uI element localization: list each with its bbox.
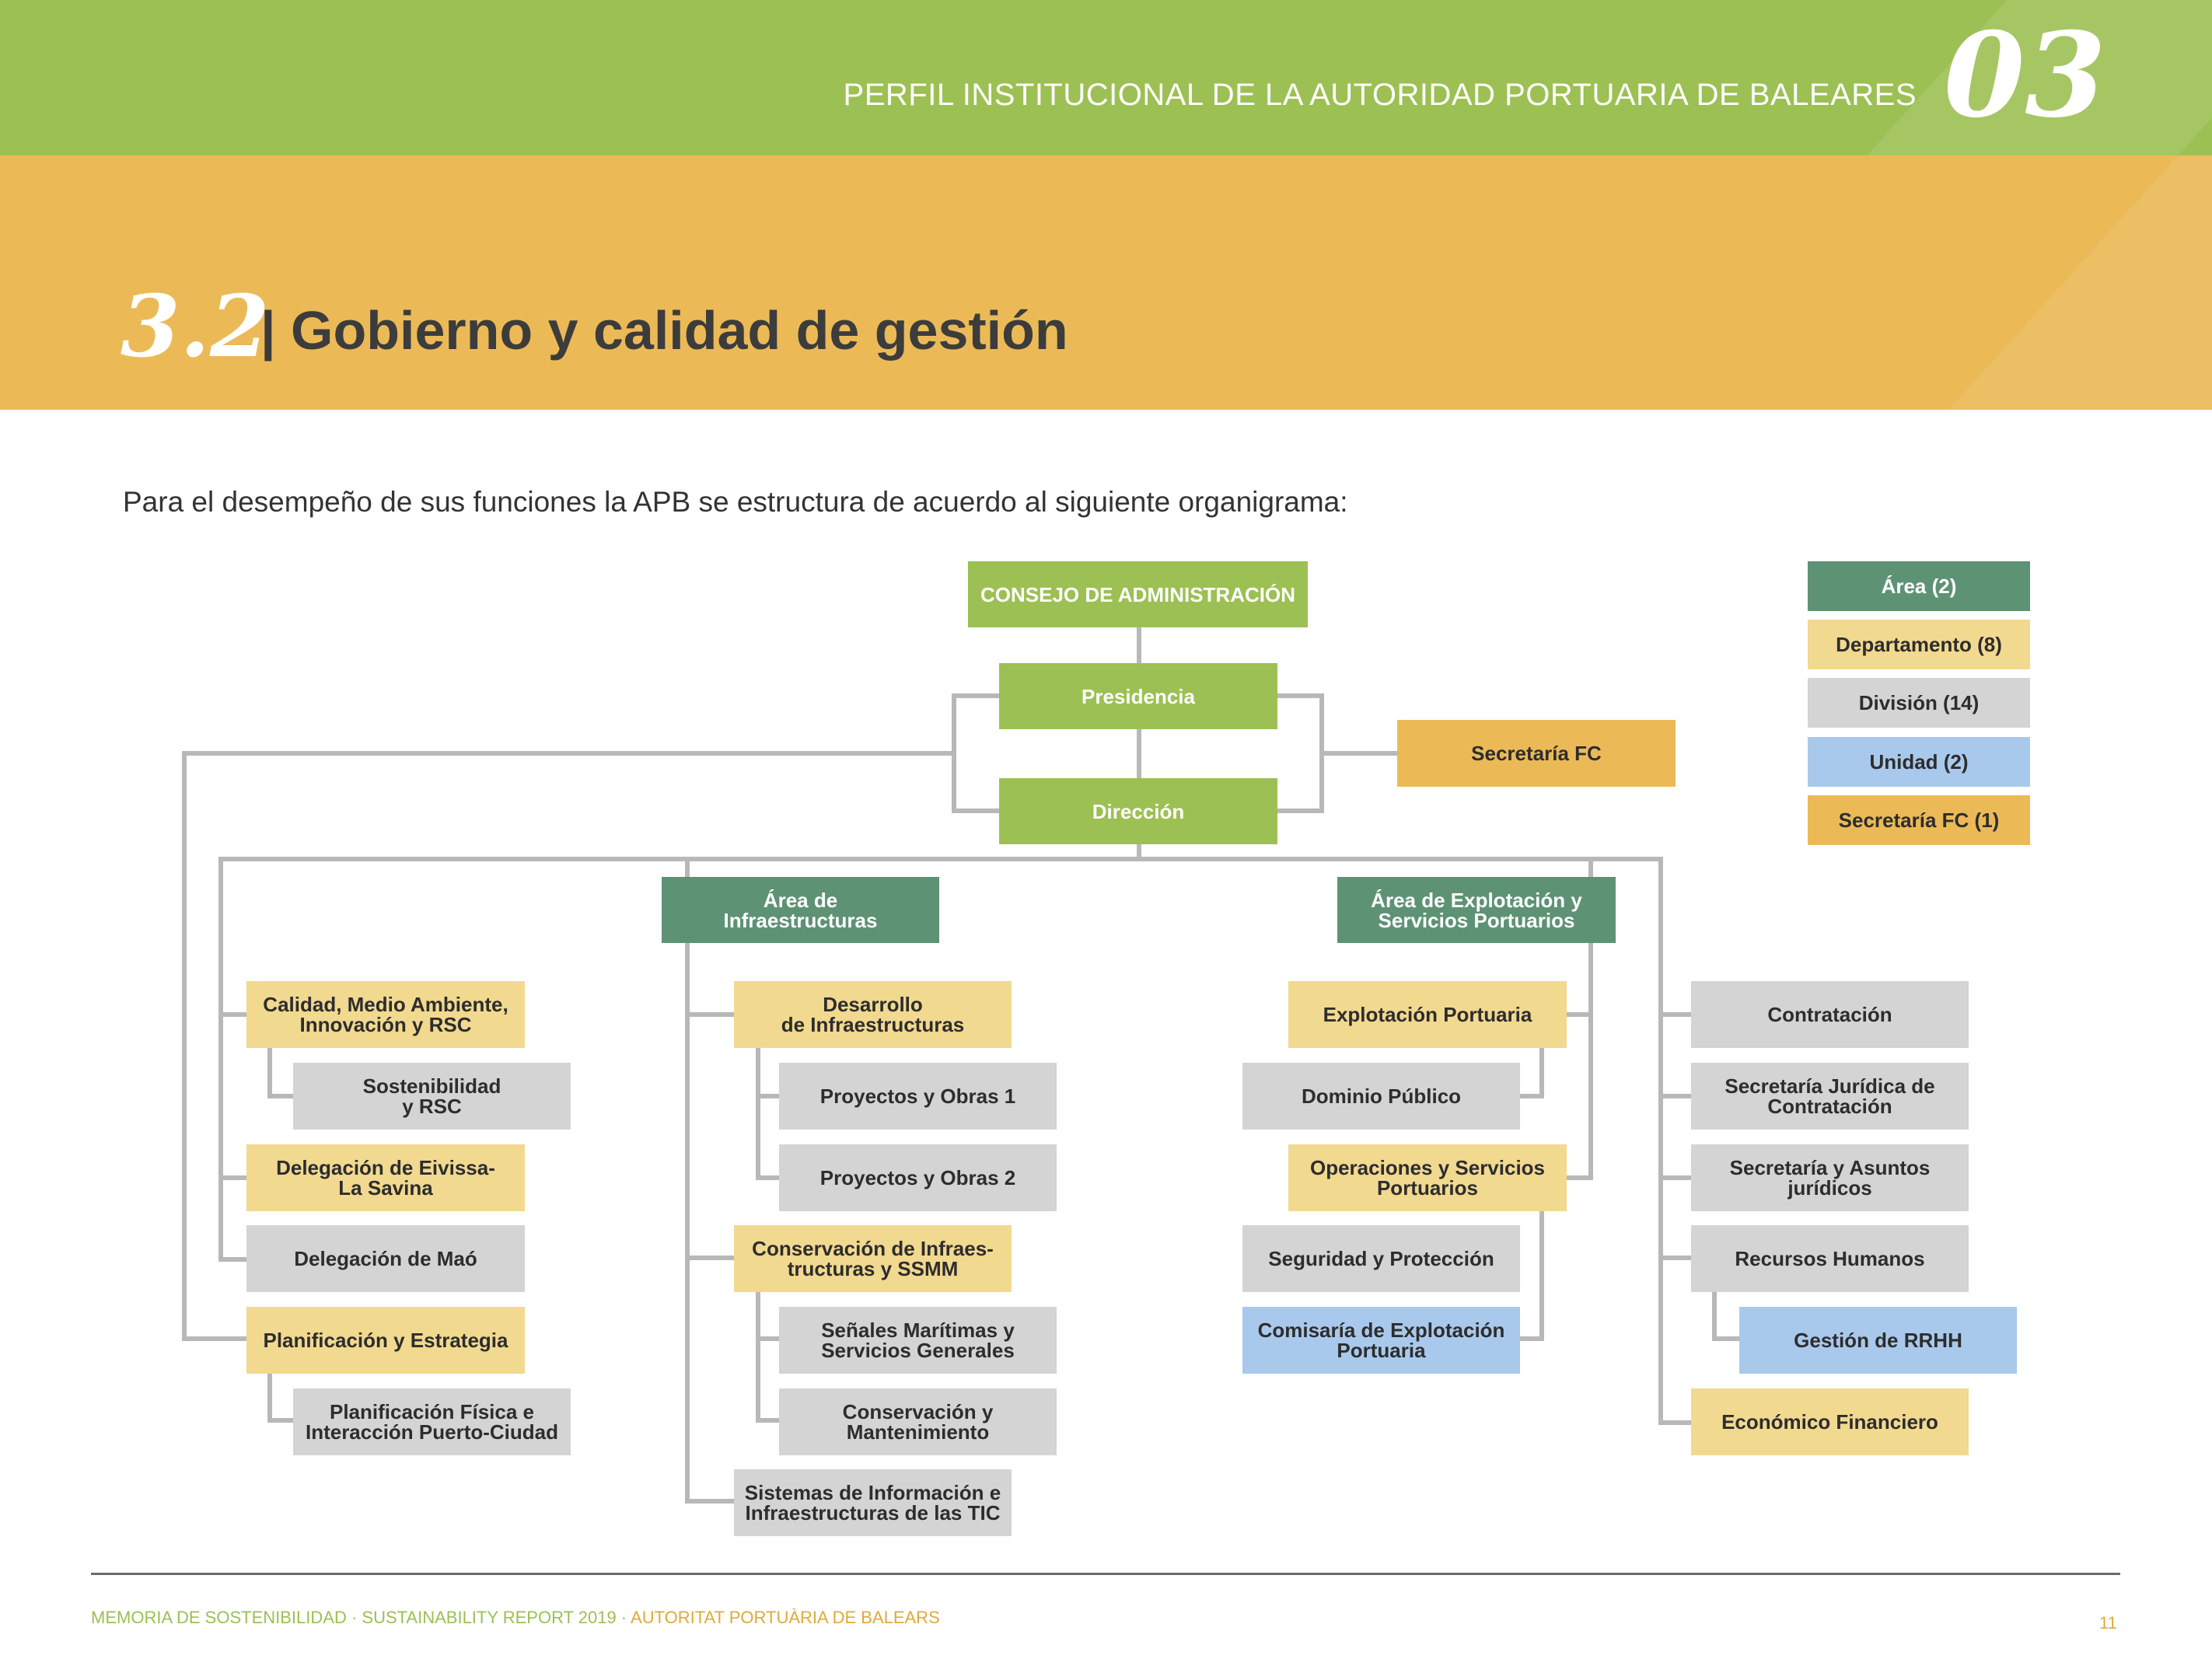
intro-text: Para el desempeño de sus funciones la AP…: [123, 486, 1348, 518]
operaciones-servicios-box: Operaciones y Servicios Portuarios: [1288, 1144, 1567, 1211]
dominio-publico-box: Dominio Público: [1242, 1063, 1520, 1130]
legend-area: Área (2): [1808, 561, 2030, 611]
senales-maritimas-box: Señales Marítimas y Servicios Generales: [779, 1307, 1057, 1374]
planificacion-fisica-box: Planificación Física e Interacción Puert…: [293, 1388, 571, 1455]
comisaria-box: Comisaría de Explotación Portuaria: [1242, 1307, 1520, 1374]
section-number: 3.2: [121, 276, 270, 376]
seguridad-proteccion-box: Seguridad y Protección: [1242, 1225, 1520, 1292]
legend-unidad: Unidad (2): [1808, 737, 2030, 787]
sistemas-informacion-box: Sistemas de Información e Infraestructur…: [734, 1469, 1012, 1536]
delegacion-mao-box: Delegación de Maó: [246, 1225, 525, 1292]
gestion-rrhh-box: Gestión de RRHH: [1739, 1307, 2017, 1374]
planificacion-box: Planificación y Estrategia: [246, 1307, 525, 1374]
direccion-box: Dirección: [999, 778, 1277, 844]
secretaria-asuntos-box: Secretaría y Asuntos jurídicos: [1691, 1144, 1969, 1211]
secretaria-fc-box: Secretaría FC: [1397, 720, 1676, 787]
chapter-number: 03: [1944, 7, 2106, 144]
footer-text: MEMORIA DE SOSTENIBILIDAD · SUSTAINABILI…: [91, 1608, 940, 1628]
delegacion-eivissa-box: Delegación de Eivissa- La Savina: [246, 1144, 525, 1211]
header-title: PERFIL INSTITUCIONAL DE LA AUTORIDAD POR…: [843, 78, 1917, 112]
explotacion-portuaria-box: Explotación Portuaria: [1288, 981, 1567, 1048]
consejo-box: CONSEJO DE ADMINISTRACIÓN: [968, 561, 1308, 627]
legend-division: División (14): [1808, 678, 2030, 728]
legend-secretaria: Secretaría FC (1): [1808, 795, 2030, 845]
section-title: | Gobierno y calidad de gestión: [260, 300, 1068, 361]
conservacion-box: Conservación de Infraes- tructuras y SSM…: [734, 1225, 1012, 1292]
area-infraestructuras-box: Área de Infraestructuras: [662, 877, 939, 943]
footer-organization: AUTORITAT PORTUÀRIA DE BALEARS: [631, 1608, 940, 1627]
recursos-humanos-box: Recursos Humanos: [1691, 1225, 1969, 1292]
economico-financiero-box: Económico Financiero: [1691, 1388, 1969, 1455]
section-band: [0, 155, 2212, 410]
header-band: [0, 0, 2212, 155]
proyectos-obras-2-box: Proyectos y Obras 2: [779, 1144, 1057, 1211]
proyectos-obras-1-box: Proyectos y Obras 1: [779, 1063, 1057, 1130]
footer-divider: [91, 1573, 2120, 1575]
calidad-box: Calidad, Medio Ambiente, Innovación y RS…: [246, 981, 525, 1048]
presidencia-box: Presidencia: [999, 663, 1277, 729]
page-number: 11: [2099, 1613, 2117, 1633]
area-explotacion-box: Área de Explotación y Servicios Portuari…: [1337, 877, 1616, 943]
desarrollo-box: Desarrollo de Infraestructuras: [734, 981, 1012, 1048]
secretaria-juridica-box: Secretaría Jurídica de Contratación: [1691, 1063, 1969, 1130]
contratacion-box: Contratación: [1691, 981, 1969, 1048]
footer-report-title: MEMORIA DE SOSTENIBILIDAD · SUSTAINABILI…: [91, 1608, 631, 1627]
sostenibilidad-box: Sostenibilidad y RSC: [293, 1063, 571, 1130]
conservacion-mantenimiento-box: Conservación y Mantenimiento: [779, 1388, 1057, 1455]
legend-departamento: Departamento (8): [1808, 620, 2030, 669]
